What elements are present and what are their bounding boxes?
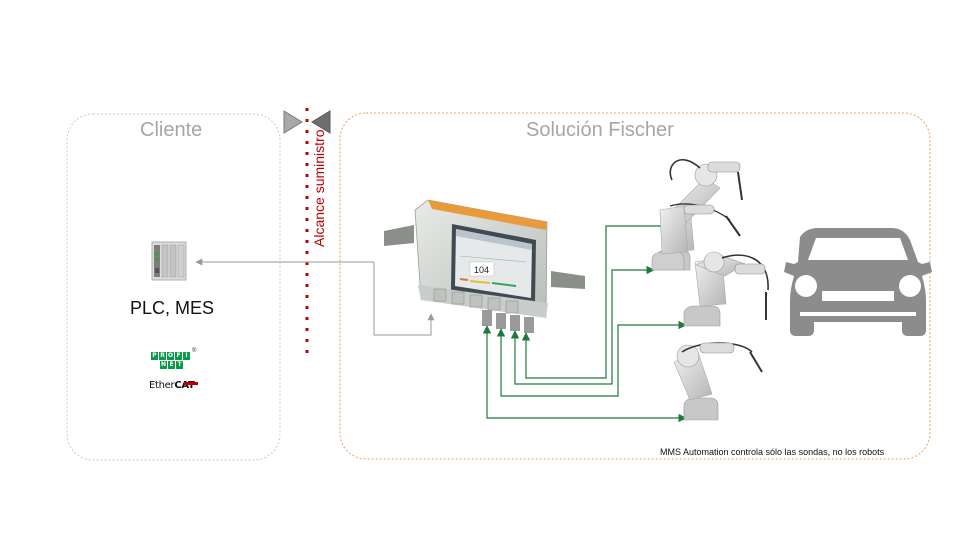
ethercat-cat-text: CAT [174, 380, 195, 391]
profinet-letter: R [159, 352, 166, 360]
measuring-instrument-icon: 104 [384, 199, 585, 318]
client-title: Cliente [140, 119, 203, 141]
profinet-letter: T [176, 361, 183, 369]
scope-marker-icon [283, 110, 331, 134]
scope-label: Alcance suministro [311, 129, 327, 247]
profinet-letter: I [183, 352, 190, 360]
ethercat-logo-bar [184, 382, 198, 385]
profinet-letter: P [151, 352, 158, 360]
footnote: MMS Automation controla sólo las sondas,… [660, 447, 885, 457]
fischer-title: Solución Fischer [526, 119, 674, 141]
plc-rack-icon [151, 241, 187, 281]
registered-mark: ® [192, 348, 197, 354]
robot-arm-icon [673, 342, 763, 421]
profinet-letter: O [167, 352, 174, 360]
probe-connections [482, 221, 687, 423]
device-loop-connection [373, 262, 435, 336]
ethercat-logo: EtherCAT [149, 380, 195, 391]
car-icon [784, 228, 932, 336]
client-region [66, 113, 281, 461]
fischer-region [339, 112, 931, 460]
robot-arm-icon [683, 251, 769, 327]
robot-arm-icon [651, 203, 741, 271]
profinet-letter: F [175, 352, 182, 360]
profinet-letter: E [168, 361, 175, 369]
device-display-value: 104 [474, 265, 489, 275]
profinet-letter: N [160, 361, 167, 369]
plc-mes-label: PLC, MES [130, 298, 215, 318]
